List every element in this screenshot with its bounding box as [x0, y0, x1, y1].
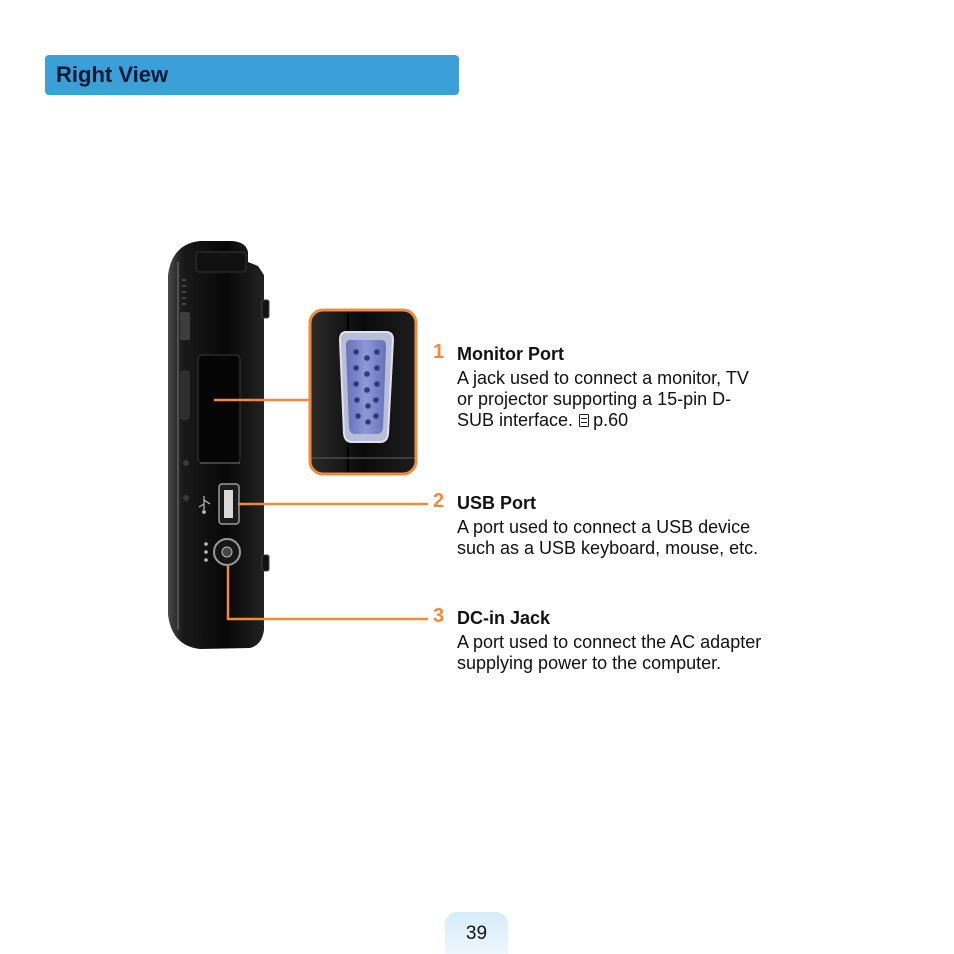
monitor-port-zoom: [308, 308, 418, 476]
dc-in-icon: [204, 542, 208, 562]
item-description: A port used to connect a USB device such…: [457, 517, 827, 559]
section-title: Right View: [56, 62, 169, 87]
page-reference-link[interactable]: p.60: [593, 410, 629, 430]
callout-number: 1: [433, 341, 445, 363]
item-title: Monitor Port: [457, 344, 564, 364]
callout-number: 2: [433, 490, 445, 512]
document-ref-icon: [579, 414, 590, 427]
description-line: A jack used to connect a monitor, TV: [457, 368, 749, 388]
description-line: SUB interface. p.60: [457, 410, 827, 431]
description-line: or projector supporting a 15-pin D-: [457, 389, 732, 409]
description-line: such as a USB keyboard, mouse, etc.: [457, 538, 759, 558]
description-line: supplying power to the computer.: [457, 653, 722, 673]
item-description: A port used to connect the AC adapter su…: [457, 632, 827, 674]
section-header: Right View: [45, 55, 459, 95]
laptop-side-body: [168, 241, 270, 649]
item-title: USB Port: [457, 493, 537, 513]
description-text: SUB interface.: [457, 410, 574, 430]
callout-number: 3: [433, 605, 445, 627]
description-line: A port used to connect a USB device: [457, 517, 751, 537]
usb-icon: [198, 496, 211, 514]
callout-lines: [214, 398, 428, 621]
item-title: DC-in Jack: [457, 608, 551, 628]
description-line: A port used to connect the AC adapter: [457, 632, 762, 652]
page-number-tab: 39: [445, 912, 508, 954]
page-number: 39: [465, 923, 488, 944]
callout-line-dc: [226, 566, 428, 621]
item-description: A jack used to connect a monitor, TV or …: [457, 368, 827, 431]
